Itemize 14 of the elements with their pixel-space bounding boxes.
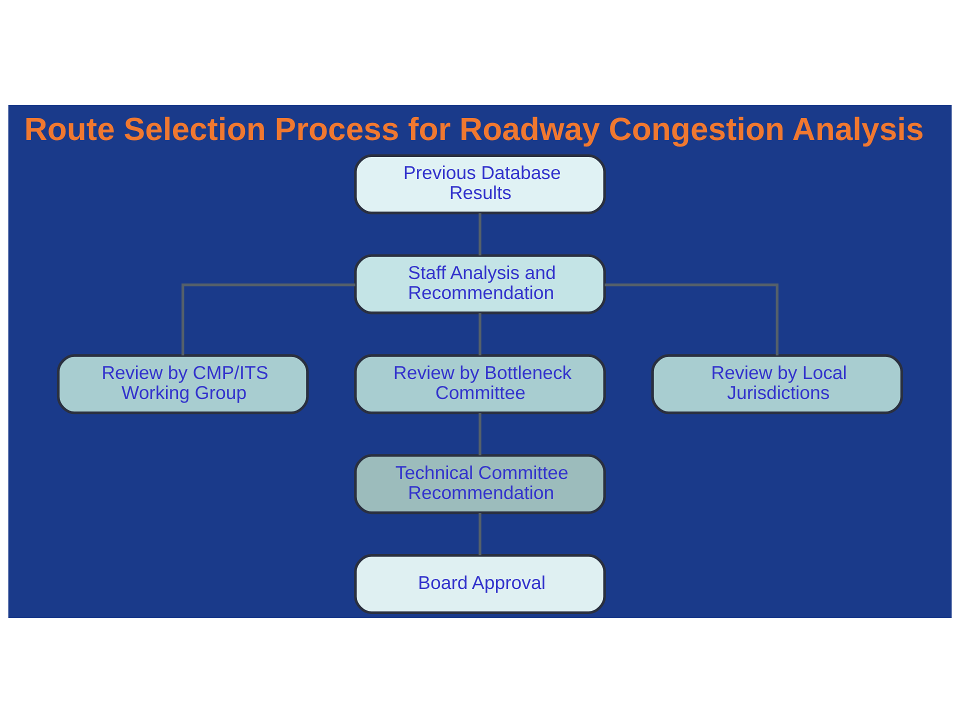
node-box: Previous Database Results — [354, 154, 606, 214]
node-box: Staff Analysis and Recommendation — [354, 254, 606, 314]
connector — [604, 284, 778, 356]
connector — [478, 513, 482, 556]
node-box: Review by Local Jurisdictions — [651, 354, 904, 414]
connector — [182, 284, 356, 356]
connector — [478, 213, 482, 256]
connector — [478, 413, 482, 456]
node-box: Board Approval — [354, 554, 606, 614]
node-box: Technical Committee Recommendation — [354, 454, 606, 514]
diagram-title: Route Selection Process for Roadway Congestion Analysis — [24, 110, 924, 147]
node-box: Review by Bottleneck Committee — [354, 354, 606, 414]
connector — [478, 313, 482, 356]
node-box: Review by CMP/ITS Working Group — [56, 354, 309, 414]
